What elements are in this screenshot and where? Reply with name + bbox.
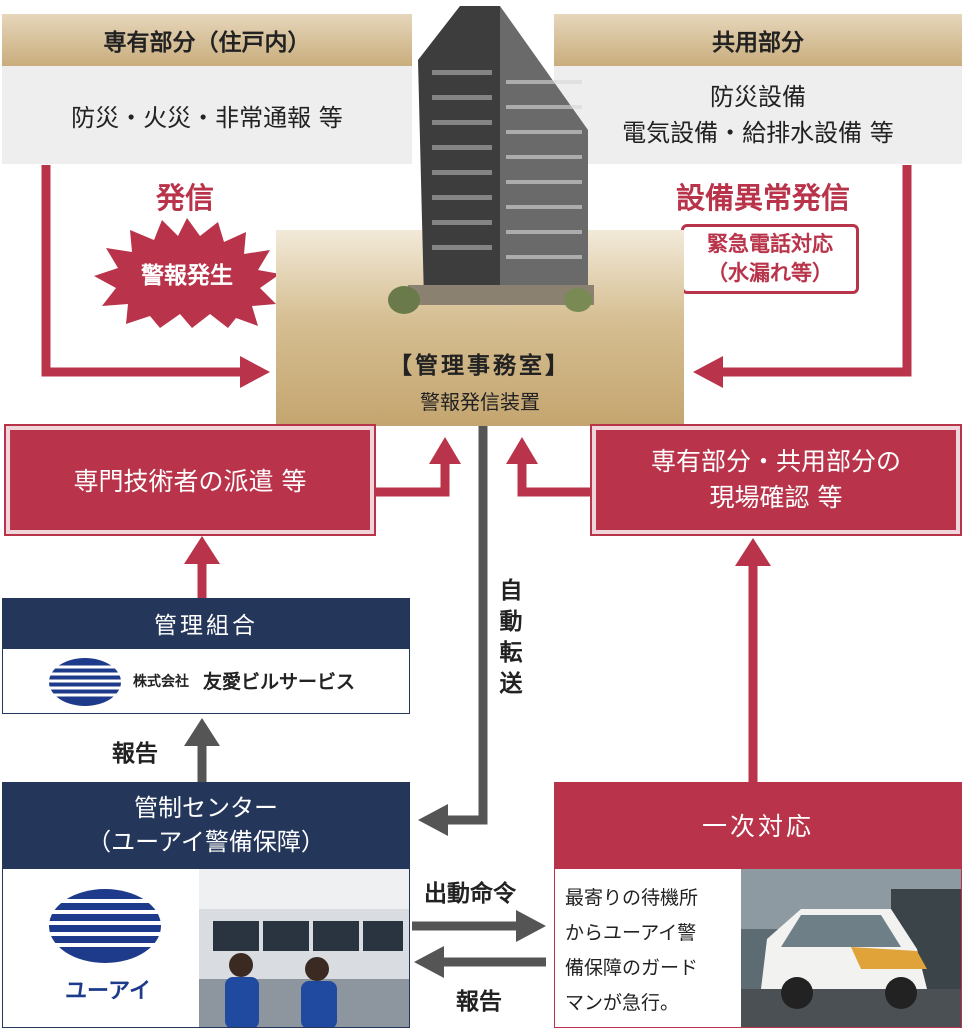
office-subtitle: 警報発信装置	[420, 389, 540, 414]
primary-response-line: からユーアイ警	[565, 922, 697, 944]
association-header: 管理組合	[2, 598, 410, 648]
company-prefix: 株式会社	[133, 674, 189, 690]
common-area-header: 共用部分	[554, 14, 962, 66]
company-logo-icon	[49, 658, 121, 706]
control-center-header: 管制センター （ユーアイ警備保障）	[2, 782, 410, 868]
auto-transfer-char: 動	[499, 609, 523, 635]
common-area-body-line2: 電気設備・給排水設備 等	[622, 119, 894, 147]
emergency-call-note: 緊急電話対応 （水漏れ等）	[681, 224, 859, 294]
patrol-car-photo	[741, 869, 961, 1027]
control-center-line2: （ユーアイ警備保障）	[87, 828, 325, 856]
arrow-common-to-office	[718, 165, 912, 377]
arrow-auto-transfer	[445, 426, 488, 825]
arrow-head-common-to-office	[693, 356, 723, 388]
emergency-call-note-line1: 緊急電話対応	[707, 232, 833, 256]
yuai-logo-icon	[49, 889, 161, 963]
auto-transfer-char: 送	[499, 671, 523, 697]
association-company-panel: 株式会社 友愛ビルサービス	[2, 648, 410, 714]
arrow-head-auto-transfer	[418, 804, 448, 836]
primary-response-line: マンが急行。	[565, 992, 680, 1014]
office-title: 【管理事務室】	[389, 353, 571, 379]
company-name: 友愛ビルサービス	[203, 671, 356, 693]
arrow-private-to-office	[41, 165, 245, 377]
control-center-line1: 管制センター	[134, 794, 278, 822]
arrow-head-response-to-confirm	[735, 538, 771, 566]
report-back-label: 報告	[456, 989, 502, 1015]
emergency-call-note-line2: （水漏れ等）	[707, 261, 833, 285]
arrow-head-dispatch-to-office	[429, 437, 461, 464]
common-area-body: 防災設備 電気設備・給排水設備 等	[554, 66, 962, 164]
arrow-head-confirm-to-office	[506, 437, 538, 464]
auto-transfer-char: 自	[499, 578, 523, 604]
arrow-head-report-back	[414, 946, 444, 978]
private-area-body: 防災・火災・非常通報 等	[2, 66, 412, 164]
arrow-confirm-to-office	[517, 460, 592, 497]
arrow-dispatch-to-office	[374, 460, 450, 497]
control-room-photo	[199, 869, 409, 1027]
auto-transfer-label: 自 動 転 送	[494, 576, 528, 700]
alarm-burst-label: 警報発生	[141, 263, 233, 289]
arrow-head-report-up	[184, 718, 220, 746]
private-send-label: 発信	[155, 181, 214, 215]
auto-transfer-char: 転	[499, 640, 523, 666]
alarm-burst-icon	[94, 218, 280, 328]
primary-response-line: 備保障のガード	[565, 957, 699, 979]
common-area-body-line1: 防災設備	[710, 83, 806, 111]
primary-response-line: 最寄りの待機所	[565, 887, 699, 909]
site-confirmation-line1: 専有部分・共用部分の	[650, 447, 901, 476]
report-up-label: 報告	[112, 741, 158, 767]
arrow-head-private-to-office	[240, 356, 270, 388]
common-send-label: 設備異常発信	[675, 181, 850, 215]
apartment-building-image	[388, 6, 594, 314]
technician-dispatch-box: 専門技術者の派遣 等	[4, 424, 376, 536]
yuai-logo-text: ユーアイ	[65, 979, 152, 1004]
control-center-panel: ユーアイ	[2, 868, 410, 1028]
primary-response-text: 最寄りの待機所 からユーアイ警 備保障のガード マンが急行。	[565, 881, 745, 1021]
primary-response-header: 一次対応	[554, 782, 962, 868]
arrow-head-association-to-dispatch	[184, 536, 220, 564]
private-area-header: 専有部分（住戸内）	[2, 14, 412, 66]
primary-response-panel: 最寄りの待機所 からユーアイ警 備保障のガード マンが急行。	[554, 868, 962, 1028]
dispatch-order-label: 出動命令	[424, 881, 516, 907]
arrow-head-dispatch-order	[516, 910, 546, 942]
site-confirmation-line2: 現場確認 等	[709, 483, 843, 512]
site-confirmation-box: 専有部分・共用部分の 現場確認 等	[590, 424, 962, 536]
